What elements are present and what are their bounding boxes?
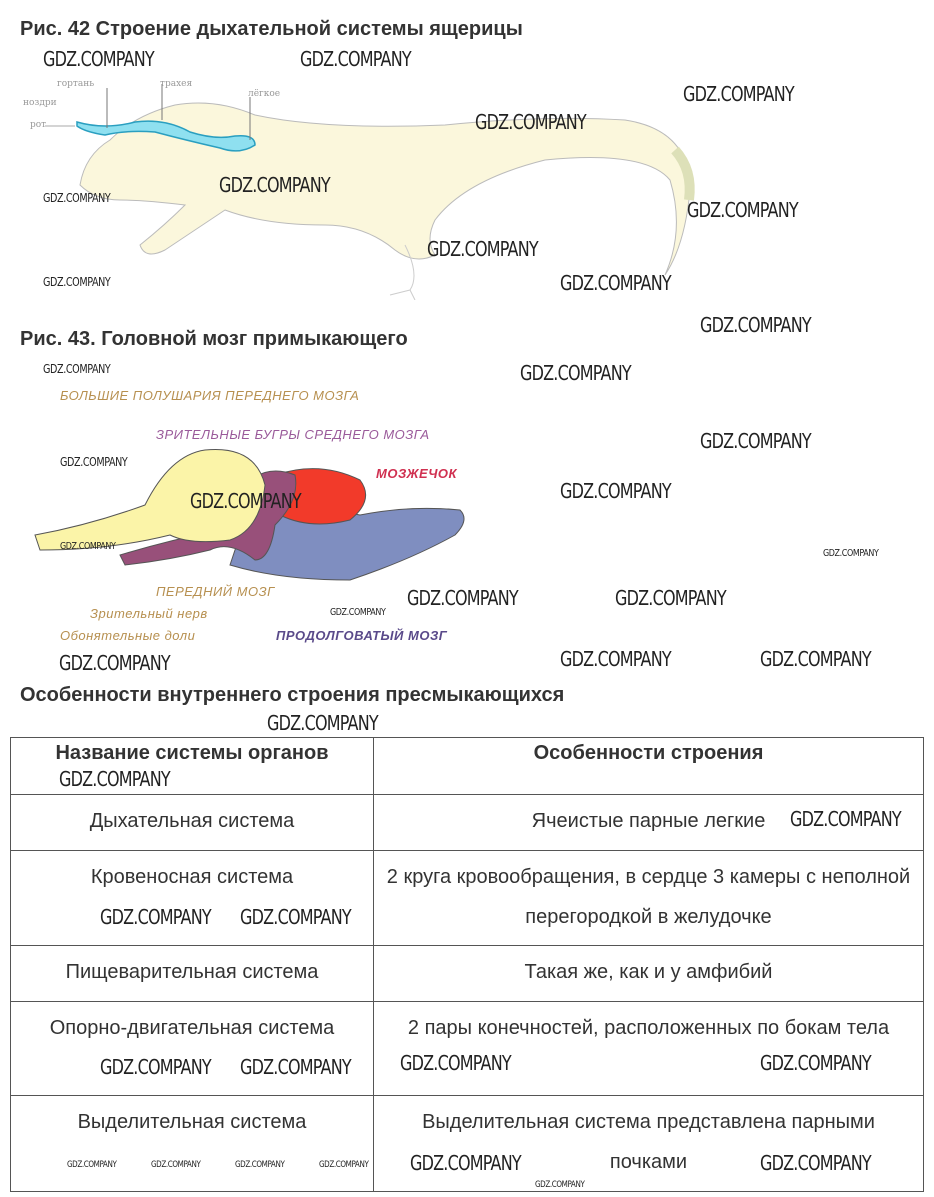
watermark: GDZ.COMPANY (43, 47, 155, 71)
watermark: GDZ.COMPANY (400, 1051, 512, 1075)
label-cerebellum: МОЗЖЕЧОК (376, 466, 458, 481)
watermark: GDZ.COMPANY (560, 647, 672, 671)
header-features: Особенности строения (373, 737, 924, 795)
watermark: GDZ.COMPANY (823, 548, 879, 559)
cell-system: Дыхательная система (10, 794, 374, 851)
figure-43-title: Рис. 43. Головной мозг примыкающего (20, 328, 408, 350)
watermark: GDZ.COMPANY (219, 173, 331, 197)
watermark: GDZ.COMPANY (43, 275, 111, 289)
table-row: Дыхательная система Ячеистые парные легк… (10, 794, 924, 851)
cell-features: 2 круга кровообращения, в сердце 3 камер… (373, 850, 924, 946)
watermark: GDZ.COMPANY (790, 807, 902, 831)
cell-features: Такая же, как и у амфибий (373, 945, 924, 1002)
label-trachea: трахея (160, 79, 193, 89)
watermark: GDZ.COMPANY (683, 82, 795, 106)
watermark: GDZ.COMPANY (535, 1180, 585, 1190)
watermark: GDZ.COMPANY (407, 586, 519, 610)
brain-illustration (34, 448, 465, 581)
table-row: Опорно-двигательная система 2 пары конеч… (10, 1001, 924, 1096)
cell-features: Выделительная система представлена парны… (373, 1095, 924, 1192)
watermark: GDZ.COMPANY (760, 1151, 872, 1175)
watermark: GDZ.COMPANY (615, 586, 727, 610)
label-optic-lobes: ЗРИТЕЛЬНЫЕ БУГРЫ СРЕДНЕГО МОЗГА (156, 427, 430, 442)
cell-system: Кровеносная система (10, 850, 374, 946)
watermark: GDZ.COMPANY (100, 905, 212, 929)
label-larynx: гортань (57, 79, 95, 89)
cell-features: Ячеистые парные легкие (373, 794, 924, 851)
watermark: GDZ.COMPANY (67, 1160, 117, 1170)
watermark: GDZ.COMPANY (100, 1055, 212, 1079)
cell-system: Опорно-двигательная система (10, 1001, 374, 1096)
label-nostrils: ноздри (23, 98, 57, 108)
watermark: GDZ.COMPANY (240, 905, 352, 929)
watermark: GDZ.COMPANY (43, 362, 111, 376)
label-hemispheres: БОЛЬШИЕ ПОЛУШАРИЯ ПЕРЕДНЕГО МОЗГА (60, 388, 360, 403)
table-row: Пищеварительная система Такая же, как и … (10, 945, 924, 1002)
watermark: GDZ.COMPANY (151, 1160, 201, 1170)
watermark: GDZ.COMPANY (43, 191, 111, 205)
watermark: GDZ.COMPANY (560, 271, 672, 295)
watermark: GDZ.COMPANY (475, 110, 587, 134)
lizard-illustration (45, 84, 695, 300)
watermark: GDZ.COMPANY (410, 1151, 522, 1175)
table-section-title: Особенности внутреннего строения пресмык… (20, 684, 565, 706)
cell-system: Пищеварительная система (10, 945, 374, 1002)
watermark: GDZ.COMPANY (427, 237, 539, 261)
organ-systems-table: Название системы органов Особенности стр… (10, 737, 924, 1192)
watermark: GDZ.COMPANY (687, 198, 799, 222)
watermark: GDZ.COMPANY (700, 429, 812, 453)
cell-features: 2 пары конечностей, расположенных по бок… (373, 1001, 924, 1096)
watermark: GDZ.COMPANY (59, 651, 171, 675)
label-forebrain: ПЕРЕДНИЙ МОЗГ (156, 584, 275, 599)
watermark: GDZ.COMPANY (267, 711, 379, 735)
cell-system: Выделительная система (10, 1095, 374, 1192)
watermark: GDZ.COMPANY (60, 541, 116, 552)
watermark: GDZ.COMPANY (760, 647, 872, 671)
label-optic-nerve: Зрительный нерв (90, 606, 208, 621)
watermark: GDZ.COMPANY (319, 1160, 369, 1170)
watermark: GDZ.COMPANY (59, 767, 171, 791)
watermark: GDZ.COMPANY (330, 607, 386, 618)
watermark: GDZ.COMPANY (700, 313, 812, 337)
table-row: Кровеносная система 2 круга кровообращен… (10, 850, 924, 946)
watermark: GDZ.COMPANY (520, 361, 632, 385)
watermark: GDZ.COMPANY (60, 455, 128, 469)
label-mouth: рот (30, 120, 47, 130)
figure-42-title: Рис. 42 Строение дыхательной системы яще… (20, 18, 523, 40)
label-olfactory: Обонятельные доли (60, 628, 196, 643)
watermark: GDZ.COMPANY (240, 1055, 352, 1079)
watermark: GDZ.COMPANY (300, 47, 412, 71)
label-lung: лёгкое (248, 89, 281, 99)
table-row: Выделительная система Выделительная сист… (10, 1095, 924, 1192)
watermark: GDZ.COMPANY (560, 479, 672, 503)
watermark: GDZ.COMPANY (190, 489, 302, 513)
label-medulla: ПРОДОЛГОВАТЫЙ МОЗГ (276, 628, 448, 643)
watermark: GDZ.COMPANY (760, 1051, 872, 1075)
watermark: GDZ.COMPANY (235, 1160, 285, 1170)
